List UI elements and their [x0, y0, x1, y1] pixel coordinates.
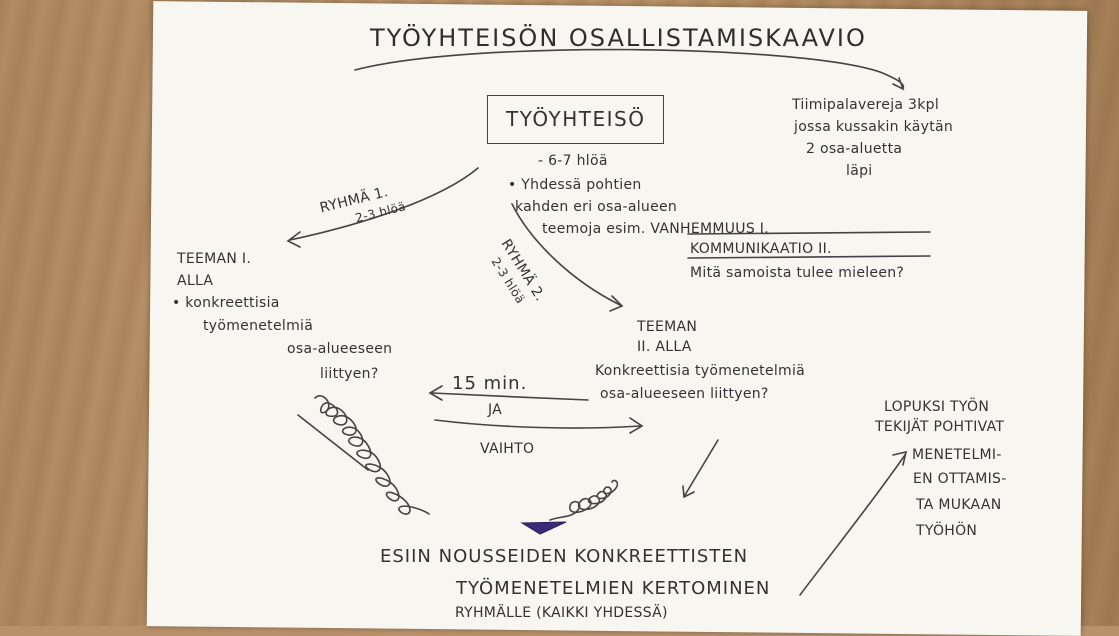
theme1-line2: ALLA [177, 273, 214, 289]
theme1-line3: • konkreettisia [172, 295, 280, 311]
theme1-line4: työmenetelmiä [203, 318, 314, 334]
center-box-label: TYÖYHTEISÖ [487, 95, 665, 144]
curly-loops-right [549, 479, 619, 521]
final-note-line4: EN OTTAMIS- [913, 471, 1007, 487]
arrowhead-final-note [892, 450, 908, 466]
arrow-vaihto [434, 419, 641, 429]
arrowhead-group1 [286, 231, 301, 248]
theme2-line4: osa-alueeseen liittyen? [600, 386, 769, 402]
arrow-right-short [684, 439, 719, 496]
top-right-note-line2: jossa kussakin käytän [794, 119, 954, 135]
final-note-line5: TA MUKAAN [916, 497, 1002, 513]
bottom-line3: RYHMÄLLE (KAIKKI YHDESSÄ) [455, 605, 668, 621]
bottom-line2: TYÖMENETELMIEN KERTOMINEN [456, 578, 771, 599]
top-right-note-line4: läpi [846, 163, 873, 179]
arrowhead-group2 [609, 295, 624, 312]
center-note-line2: kahden eri osa-alueen [515, 199, 678, 215]
center-note-line1: • Yhdessä pohtien [508, 177, 642, 193]
bottom-line1: ESIIN NOUSSEIDEN KONKREETTISTEN [380, 546, 749, 567]
arrow-final-note [799, 454, 906, 596]
bottom-marker [520, 521, 567, 535]
diagram-title: TYÖYHTEISÖN OSALLISTAMISKAAVIO [370, 24, 867, 52]
arrow-15min [431, 392, 589, 401]
swap-vaihto: VAIHTO [480, 441, 535, 457]
underline-mita [687, 255, 931, 259]
final-note-line3: MENETELMI- [912, 447, 1002, 463]
center-note-line4: KOMMUNIKAATIO II. [690, 241, 832, 257]
arrow-title-to-note [354, 48, 905, 89]
swap-time: 15 min. [452, 373, 528, 394]
arrowhead-title-to-note [892, 77, 905, 91]
theme2-line1: TEEMAN [637, 319, 698, 335]
arrowhead-right-short [682, 485, 695, 499]
underline-vanhemmuus [687, 231, 931, 235]
theme1-line6: liittyen? [320, 366, 379, 382]
final-note-line2: TEKIJÄT POHTIVAT [875, 419, 1005, 435]
arrow-to-group1 [289, 167, 479, 241]
theme2-line2: II. ALLA [637, 339, 692, 355]
curly-loops [314, 395, 430, 515]
group-size: - 6-7 hlöä [538, 153, 608, 169]
arrowhead-vaihto [629, 417, 644, 434]
swap-and: JA [488, 402, 503, 418]
center-note-line3: teemoja esim. VANHEMMUUS I. [542, 221, 769, 237]
center-note-line5: Mitä samoista tulee mieleen? [690, 265, 905, 281]
top-right-note-line3: 2 osa-aluetta [806, 141, 903, 157]
theme1-line5: osa-alueeseen [287, 341, 393, 357]
theme2-line3: Konkreettisia työmenetelmiä [595, 363, 806, 379]
final-note-line1: LOPUKSI TYÖN [884, 399, 990, 415]
top-right-note-line1: Tiimipalavereja 3kpl [792, 97, 940, 113]
theme1-line1: TEEMAN I. [177, 251, 252, 267]
final-note-line6: TYÖHÖN [916, 523, 978, 539]
arrow-to-group2 [511, 203, 621, 306]
arrowhead-15min [428, 385, 443, 401]
arrow-left-diagonal [297, 414, 369, 471]
